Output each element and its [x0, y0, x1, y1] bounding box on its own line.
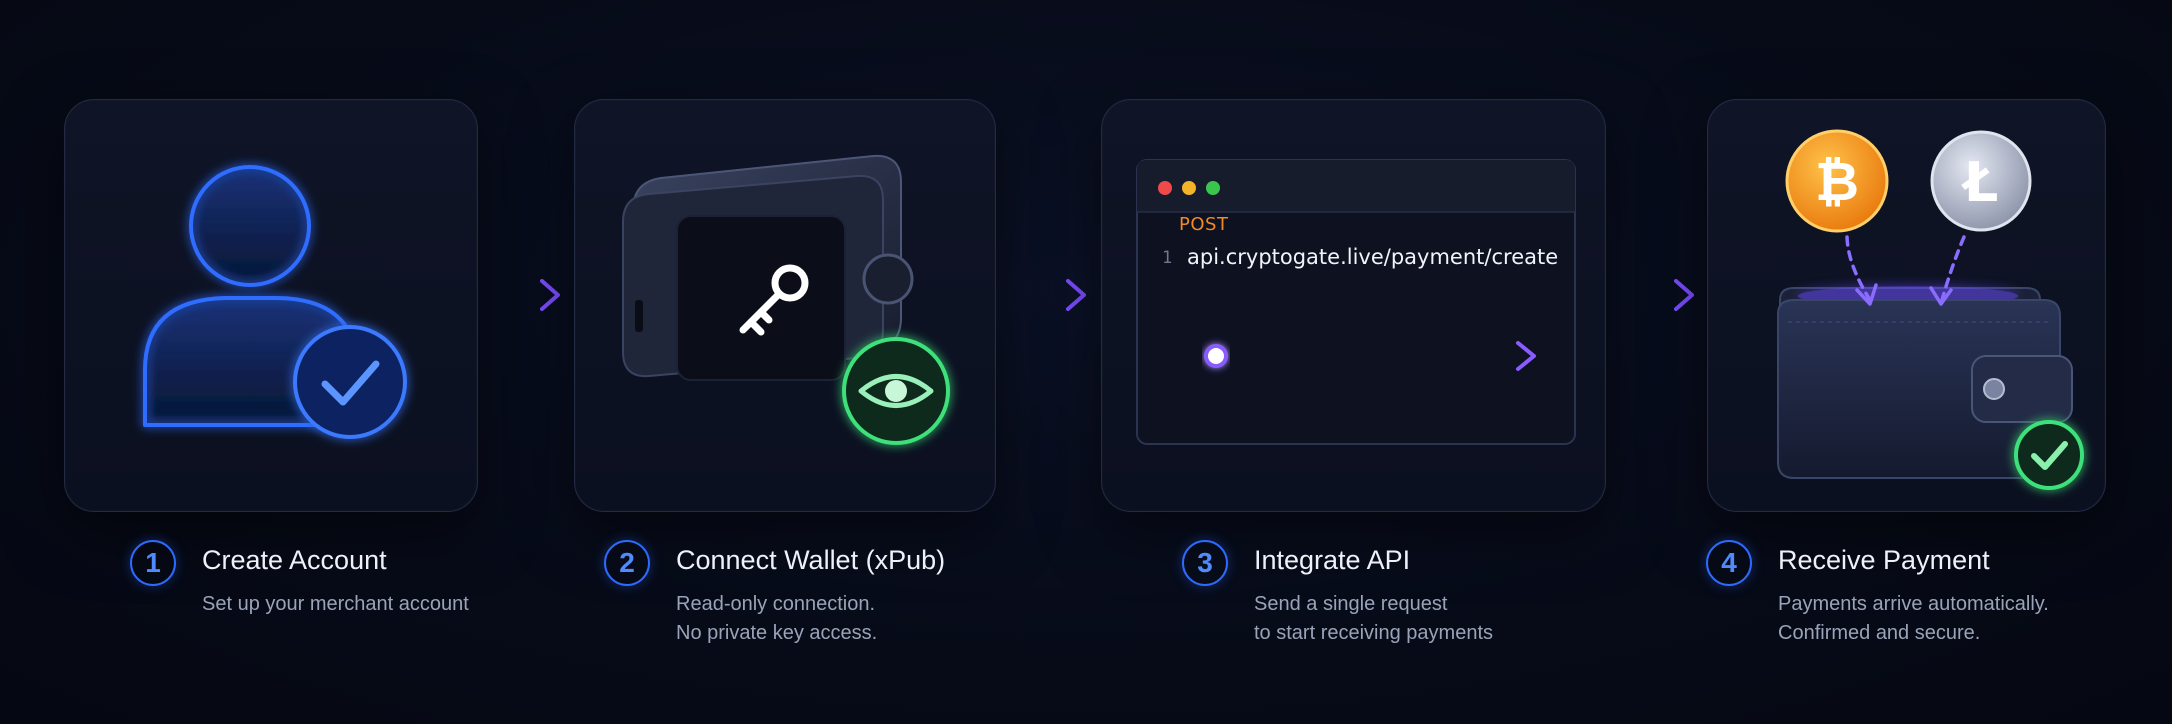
step-description: Payments arrive automatically. Confirmed…: [1778, 590, 2049, 648]
bitcoin-icon: ₿: [1785, 129, 1889, 233]
step-description-line: Confirmed and secure.: [1778, 622, 1981, 644]
code-line-number: 1: [1162, 248, 1173, 268]
svg-text:Ł: Ł: [1961, 151, 1999, 214]
step-card-connect-wallet: [574, 99, 996, 512]
window-minimize-dot: [1182, 181, 1196, 195]
user-check-icon: [143, 165, 407, 439]
arrow-right-icon: [1614, 279, 1694, 311]
step-description-line: Payments arrive automatically.: [1778, 593, 2049, 615]
step-title: Integrate API: [1254, 545, 1411, 575]
hardware-wallet-key-icon: [622, 154, 950, 445]
step-description: Send a single request to start receiving…: [1254, 590, 1493, 648]
step-card-integrate-api: [1101, 99, 1606, 512]
api-endpoint: api.cryptogate.live/payment/create: [1187, 245, 1559, 269]
step-card-create-account: [64, 99, 478, 512]
arrow-right-icon: [1004, 279, 1086, 311]
http-method: POST: [1179, 214, 1229, 235]
step-description-line: to start receiving payments: [1254, 622, 1493, 644]
svg-text:₿: ₿: [1815, 150, 1859, 213]
litecoin-icon: Ł: [1930, 130, 2032, 232]
step-number: 4: [1706, 540, 1752, 586]
window-maximize-dot: [1206, 181, 1220, 195]
step-title: Receive Payment: [1778, 545, 1990, 575]
step-card-receive-payment: ₿ Ł: [1707, 99, 2106, 512]
step-description-line: Read-only connection.: [676, 593, 876, 615]
step-title: Connect Wallet (xPub): [676, 545, 946, 575]
step-number: 2: [604, 540, 650, 586]
window-close-dot: [1158, 181, 1172, 195]
step-number: 1: [130, 540, 176, 586]
step-description-line: No private key access.: [676, 622, 878, 644]
step-title: Create Account: [202, 545, 387, 575]
step-description-line: Set up your merchant account: [202, 593, 469, 615]
arrow-right-icon: [486, 279, 560, 311]
step-description: Set up your merchant account: [202, 590, 469, 619]
step-description: Read-only connection. No private key acc…: [676, 590, 877, 648]
step-number: 3: [1182, 540, 1228, 586]
step-description-line: Send a single request: [1254, 593, 1448, 615]
check-icon: [2014, 420, 2084, 490]
wallet-receive-icon: ₿ Ł: [1777, 129, 2084, 490]
api-window: [1136, 159, 1576, 445]
